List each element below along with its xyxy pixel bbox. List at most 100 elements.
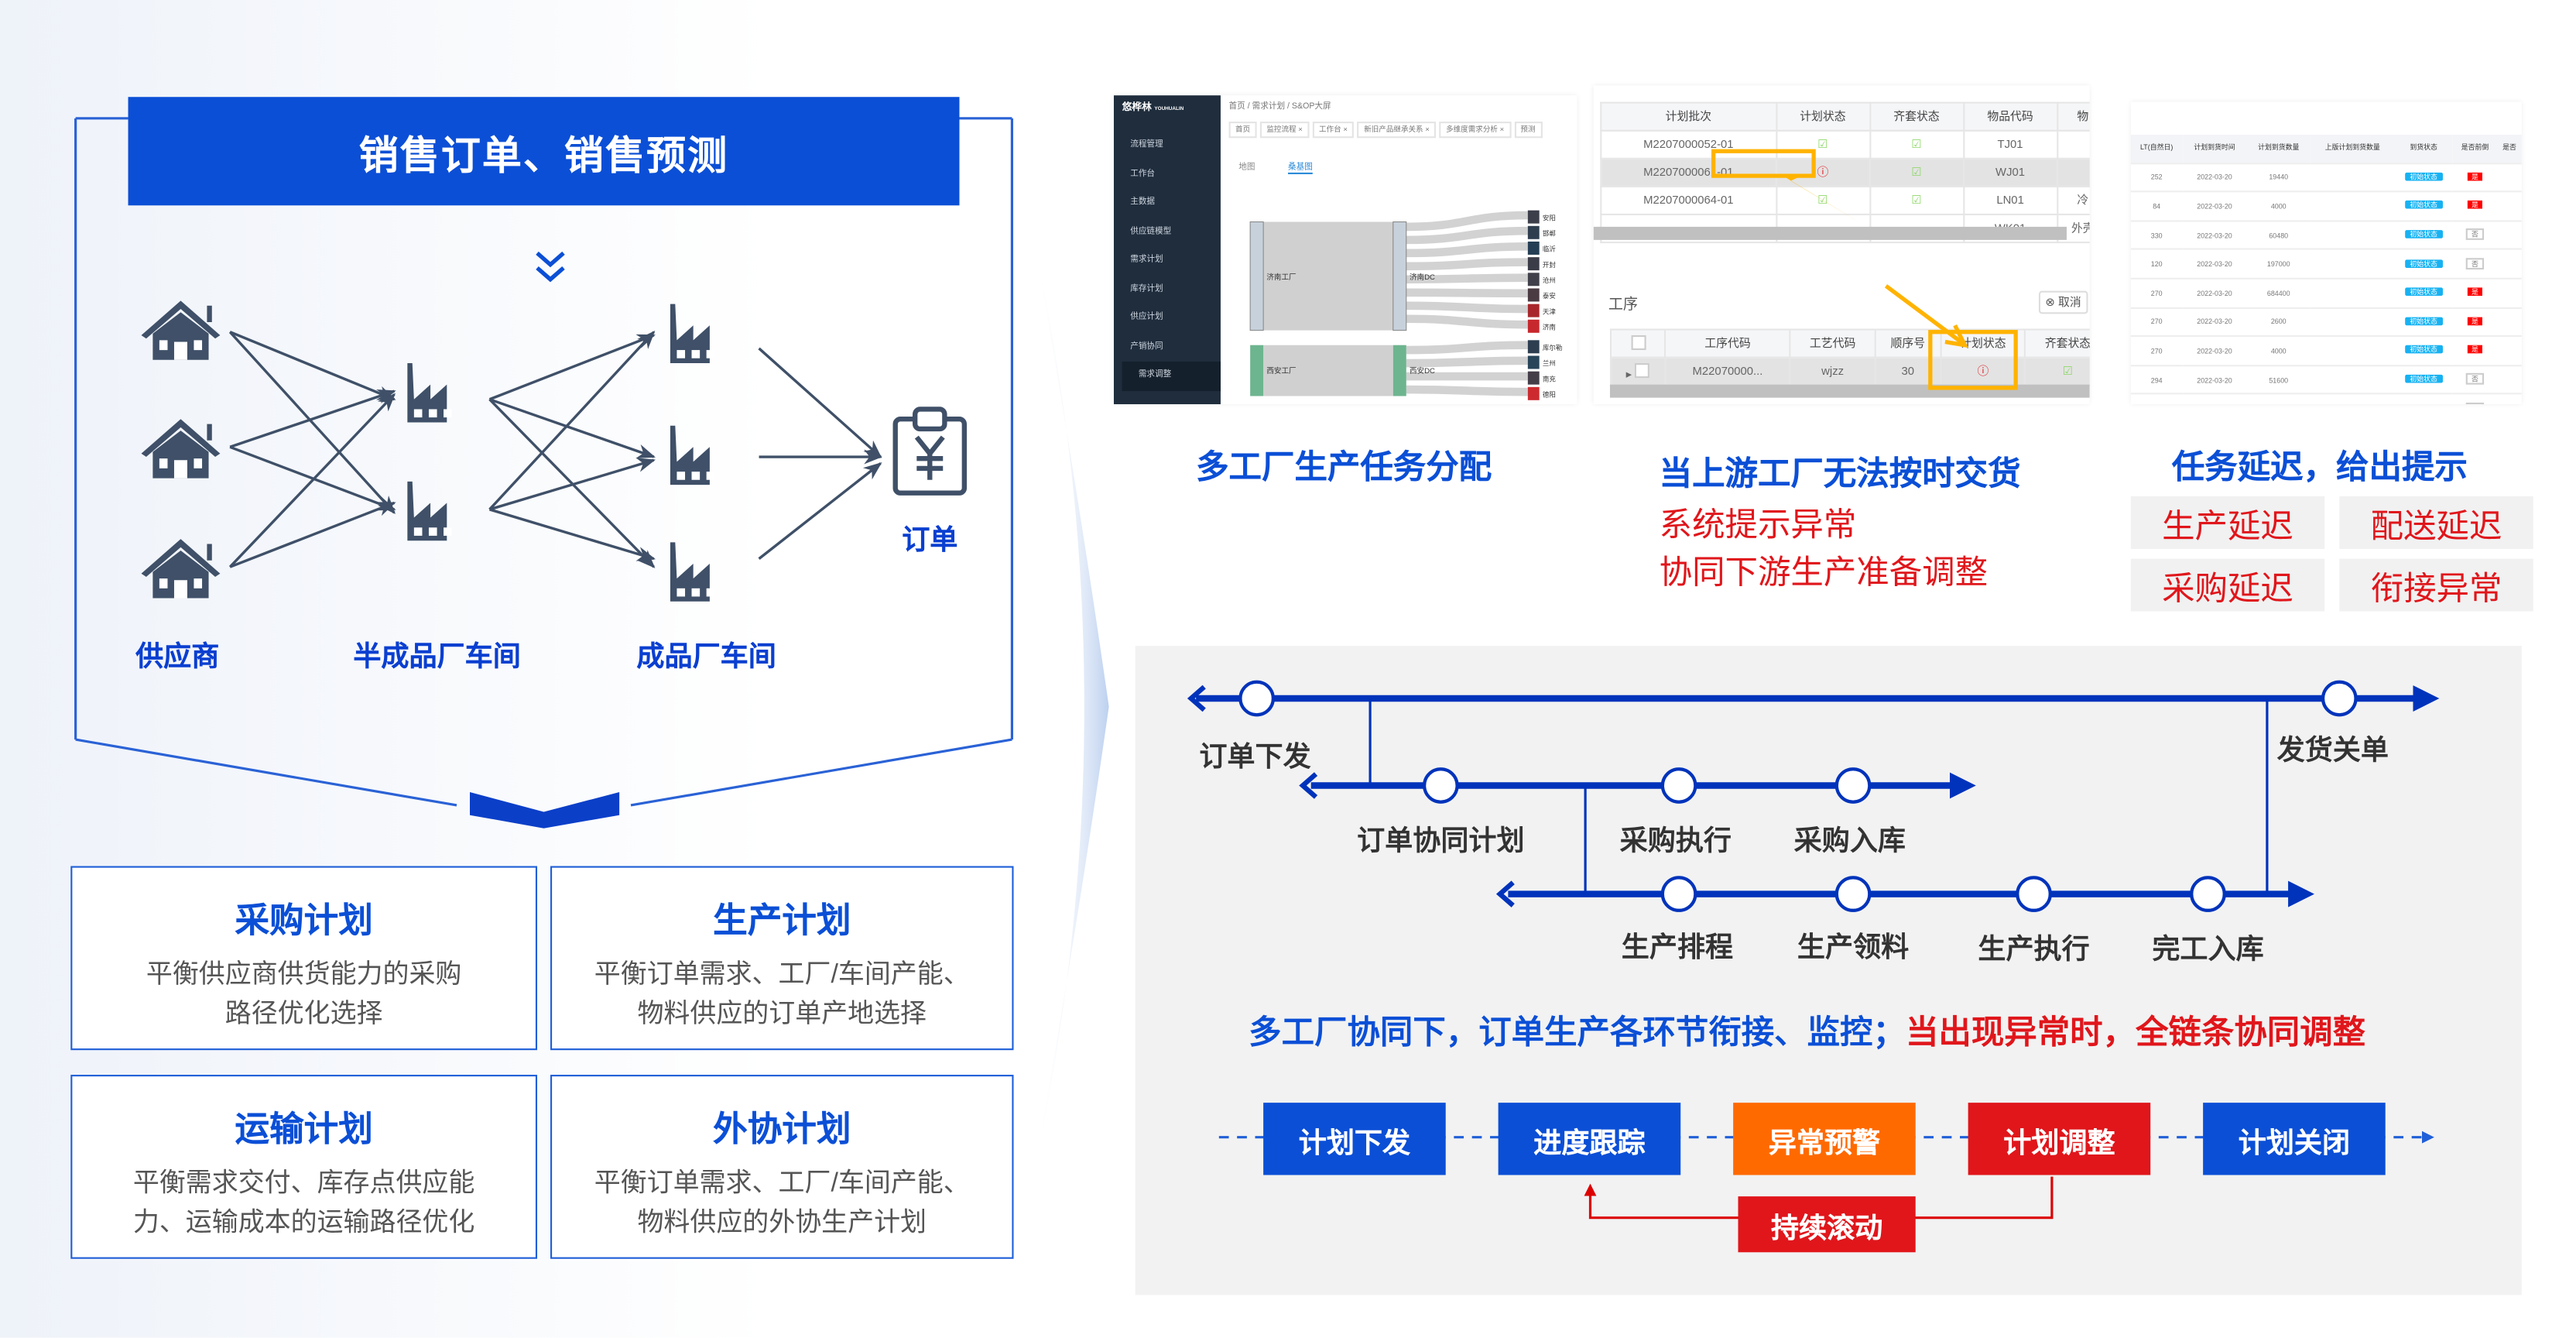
- order-clipboard-icon: [892, 407, 968, 496]
- tag-delivery-delay: 配送延迟: [2339, 496, 2533, 549]
- sankey-flow: [1406, 211, 1528, 232]
- sidebar-item[interactable]: 产销协同: [1130, 341, 1163, 352]
- card-title: 采购计划: [235, 902, 373, 941]
- view-tab[interactable]: 桑基图: [1287, 161, 1313, 174]
- alert-icon: ⓘ: [1817, 167, 1829, 180]
- sidebar-item[interactable]: 库存计划: [1130, 283, 1163, 293]
- calendar-check-icon: ☑: [1911, 195, 1922, 208]
- view-tab[interactable]: 地图: [1238, 163, 1255, 173]
- card-desc: 平衡需求交付、库存点供应能: [132, 1170, 475, 1199]
- sankey-label: 济南: [1543, 324, 1556, 331]
- card-desc: 物料供应的外协生产计划: [637, 1209, 927, 1238]
- app-tab[interactable]: 新旧产品继承关系 ×: [1357, 122, 1437, 139]
- forward-flag-badge: 否: [2466, 372, 2484, 385]
- card-title: 外协计划: [713, 1110, 851, 1149]
- down-chevron-shape: [470, 791, 620, 829]
- app-tab[interactable]: 多维度需求分析 ×: [1439, 122, 1511, 139]
- card-desc: 平衡供应商供货能力的采购: [146, 961, 462, 990]
- forward-flag-badge: 否: [2466, 402, 2484, 405]
- sankey-node: [1527, 225, 1540, 239]
- section-title: 工序: [1608, 296, 1639, 313]
- sidebar-item[interactable]: 流程管理: [1130, 139, 1163, 150]
- status-badge: 初始状态: [2404, 172, 2443, 180]
- calendar-check-icon: ☑: [1911, 139, 1922, 152]
- sankey-node: [1527, 288, 1540, 302]
- sankey-label: 天津: [1543, 307, 1556, 315]
- caption-alert: 系统提示异常: [1659, 507, 1857, 544]
- checkbox[interactable]: [1630, 334, 1646, 350]
- tag-production-delay: 生产延迟: [2130, 496, 2325, 549]
- sankey-label: 济南DC: [1410, 273, 1435, 282]
- factory-icon: [670, 425, 715, 485]
- milestone-node: [1422, 767, 1459, 804]
- column-header: 计划到货数量: [2246, 135, 2311, 164]
- column-header: 齐套状态: [1869, 101, 1965, 132]
- app-tab[interactable]: 工作台 ×: [1312, 122, 1355, 139]
- sidebar-item[interactable]: 需求调整: [1122, 361, 1221, 391]
- caption-task-delay: 任务延迟，给出提示: [2171, 450, 2468, 487]
- factory-icon: [407, 481, 452, 541]
- card-desc: 物料供应的订单产地选择: [637, 1000, 927, 1029]
- sidebar-item[interactable]: 供应计划: [1130, 312, 1163, 322]
- step-box: 进度跟踪: [1498, 1103, 1681, 1175]
- tag-procurement-delay: 采购延迟: [2130, 558, 2325, 612]
- arrival-table-screenshot: LT(自然日)计划到货时间计划到货数量上版计划到货数量到货状态是否前倒是否 25…: [2130, 101, 2522, 405]
- milestone-label: 采购执行: [1620, 824, 1732, 856]
- calendar-check-icon: ☑: [1817, 195, 1828, 208]
- arrival-table: LT(自然日)计划到货时间计划到货数量上版计划到货数量到货状态是否前倒是否 25…: [2130, 135, 2522, 405]
- milestone-label: 生产执行: [1978, 932, 2089, 964]
- status-badge: 初始状态: [2404, 403, 2443, 405]
- horizontal-scrollbar[interactable]: [1593, 226, 2067, 240]
- card-outsourcing-plan: 外协计划 平衡订单需求、工厂/车间产能、物料供应的外协生产计划: [550, 1075, 1014, 1259]
- left-frame: [74, 117, 1013, 829]
- sidebar-item[interactable]: 需求计划: [1130, 254, 1163, 265]
- sankey-node: [1527, 273, 1540, 286]
- milestone-label: 生产排程: [1622, 931, 1733, 962]
- status-badge: 初始状态: [2404, 317, 2443, 325]
- app-sidebar: 悠桦林 YOUHUALIN 流程管理工作台主数据供应链模型需求计划库存计划供应计…: [1113, 95, 1221, 405]
- sankey-chart: 济南工厂 西安工厂 济南DC 西安DC 安阳邯郸临沂开封沧州泰安天津济南库尔勒兰…: [1249, 210, 1562, 400]
- card-title: 运输计划: [235, 1110, 373, 1149]
- step-box: 计划下发: [1263, 1103, 1446, 1175]
- caption-upstream-delay: 当上游工厂无法按时交货: [1659, 457, 2021, 493]
- supplier-house-icon: [141, 300, 221, 360]
- checkbox[interactable]: [1635, 362, 1650, 378]
- forward-flag-badge: 是: [2468, 201, 2482, 210]
- forward-flag-badge: 否: [2466, 257, 2484, 269]
- sankey-label: 西安工厂: [1266, 366, 1296, 376]
- caption-task-allocation: 多工厂生产任务分配: [1196, 450, 1492, 487]
- sidebar-item[interactable]: 工作台: [1130, 168, 1156, 179]
- cancel-button[interactable]: ⊗ 取消: [2038, 290, 2088, 314]
- app-tab[interactable]: 首页: [1228, 122, 1257, 139]
- milestone-node: [1834, 767, 1872, 804]
- sidebar-item[interactable]: 主数据: [1130, 197, 1156, 208]
- milestone-node: [2016, 876, 2052, 912]
- column-header: 计划批次: [1600, 101, 1777, 132]
- milestone-node: [2190, 876, 2226, 912]
- caption-downstream-adjust: 协同下游生产准备调整: [1659, 555, 1989, 592]
- sankey-node: [1250, 345, 1264, 396]
- app-tab[interactable]: 预测: [1513, 122, 1543, 139]
- label-supplier: 供应商: [135, 640, 220, 673]
- card-production-plan: 生产计划 平衡订单需求、工厂/车间产能、物料供应的订单产地选择: [550, 866, 1014, 1051]
- app-tab[interactable]: 监控流程 ×: [1259, 122, 1310, 139]
- sankey-node: [1527, 241, 1540, 255]
- milestone-label: 完工入库: [2152, 932, 2263, 964]
- sankey-flow: [1406, 226, 1528, 245]
- column-header: 是否前倒: [2452, 135, 2498, 164]
- sidebar-item[interactable]: 供应链模型: [1130, 225, 1172, 236]
- card-desc: 平衡订单需求、工厂/车间产能、: [594, 961, 970, 990]
- label-finished-workshop: 成品厂车间: [636, 640, 776, 673]
- sankey-flow: [1406, 301, 1528, 314]
